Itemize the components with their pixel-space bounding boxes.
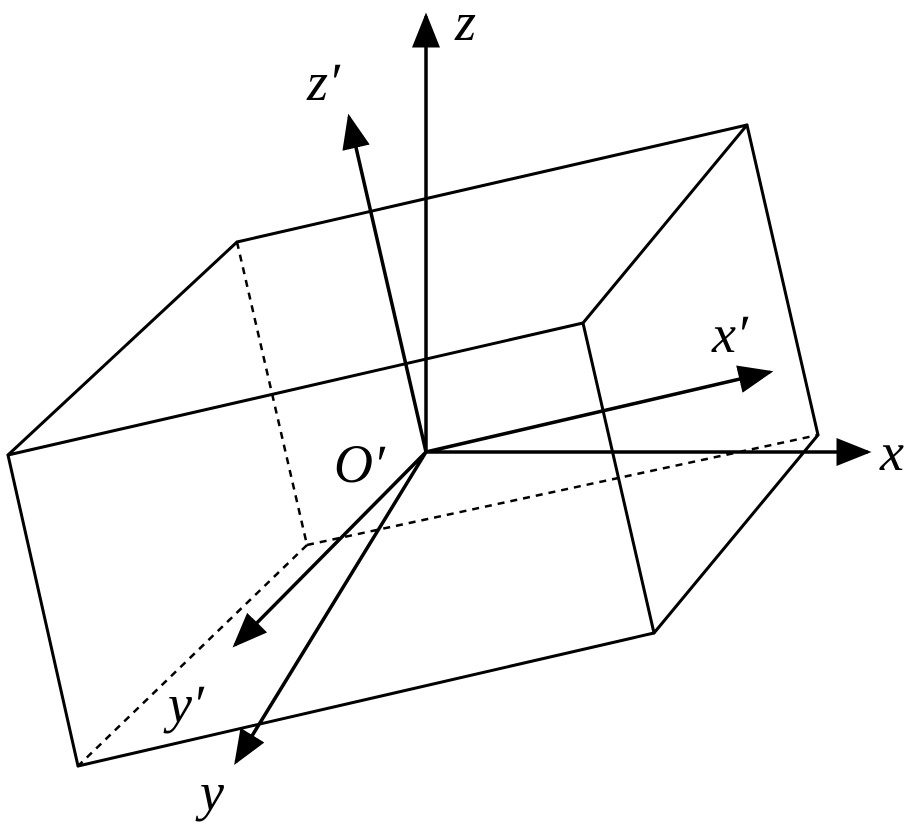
hidden-edge-depth-bottom	[77, 544, 308, 767]
axis-z-prime	[342, 113, 428, 453]
label-y: y	[195, 762, 224, 822]
box-visible-edges	[6, 123, 820, 768]
edge-top-front	[6, 321, 585, 457]
axes	[232, 12, 872, 765]
label-origin: O′	[334, 434, 386, 494]
edge-top-back	[235, 123, 749, 244]
edge-top-right	[581, 123, 749, 325]
axis-x-prime	[425, 365, 774, 454]
axis-y-prime	[232, 450, 428, 648]
edge-front-right-vertical	[581, 321, 656, 635]
label-y-prime: y′	[163, 674, 205, 734]
edge-top-left	[6, 240, 239, 457]
edge-bottom-front	[76, 631, 656, 768]
edge-bottom-right	[652, 433, 820, 635]
label-x-prime: x′	[711, 304, 749, 364]
axis-labels: z z′ x x′ y y′ O′	[163, 0, 904, 822]
label-x: x	[879, 422, 904, 482]
edge-front-left-vertical	[6, 453, 80, 768]
edge-back-right-vertical	[745, 123, 820, 437]
label-z-prime: z′	[306, 52, 341, 112]
label-z: z	[454, 0, 476, 52]
axis-y	[234, 451, 428, 765]
